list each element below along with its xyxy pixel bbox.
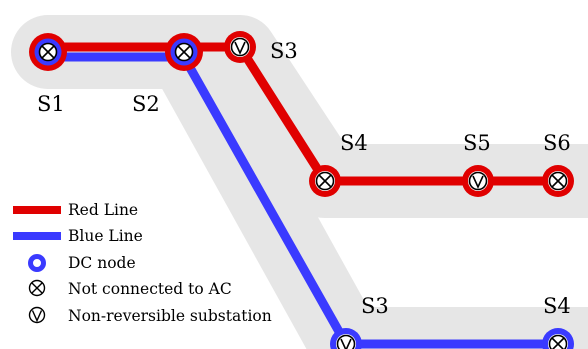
legend-dc-node-label: DC node (68, 254, 136, 272)
circle-x-icon (315, 171, 335, 191)
circle-x-icon (38, 42, 58, 62)
legend-blue-line: Blue Line (13, 227, 143, 245)
legend-non-reversible: Non-reversible substation (28, 306, 272, 325)
circle-x-icon (28, 279, 46, 297)
legend: Red Line Blue Line DC node Not connected… (13, 201, 272, 325)
legend-red-line-label: Red Line (68, 201, 138, 219)
station-s4-red (309, 165, 341, 197)
station-s4-blue (542, 328, 574, 349)
circle-v-icon (336, 334, 356, 349)
legend-non-reversible-label: Non-reversible substation (68, 307, 272, 325)
station-s1 (29, 33, 67, 71)
label-s2: S2 (132, 92, 160, 116)
station-s6 (542, 165, 574, 197)
circle-x-icon (548, 334, 568, 349)
circle-v-icon (230, 37, 250, 57)
legend-red-line: Red Line (13, 201, 138, 219)
legend-blue-line-label: Blue Line (68, 227, 143, 245)
legend-not-connected: Not connected to AC (28, 279, 232, 298)
blue-line-swatch (13, 232, 61, 240)
station-s2 (165, 33, 203, 71)
circle-v-icon (468, 171, 488, 191)
circle-x-icon (548, 171, 568, 191)
red-line-swatch (13, 206, 61, 214)
station-s5 (462, 165, 494, 197)
station-s3-blue (330, 328, 362, 349)
blue-line (48, 52, 558, 349)
legend-not-connected-label: Not connected to AC (68, 280, 232, 298)
label-s1: S1 (37, 92, 65, 116)
circle-v-icon (28, 306, 46, 324)
label-s4-blue: S4 (543, 294, 571, 318)
label-s5: S5 (463, 131, 491, 155)
legend-dc-node: DC node (28, 254, 136, 272)
label-s3-red: S3 (270, 39, 298, 63)
station-labels: S1 S2 S3 S4 S5 S6 S3 S4 (37, 39, 571, 318)
blue-line-track (48, 52, 558, 349)
label-s3-blue: S3 (361, 294, 389, 318)
label-s6: S6 (543, 131, 571, 155)
label-s4-red: S4 (340, 131, 368, 155)
circle-x-icon (174, 42, 194, 62)
station-s3-red (224, 31, 256, 63)
ring-icon (28, 254, 46, 272)
